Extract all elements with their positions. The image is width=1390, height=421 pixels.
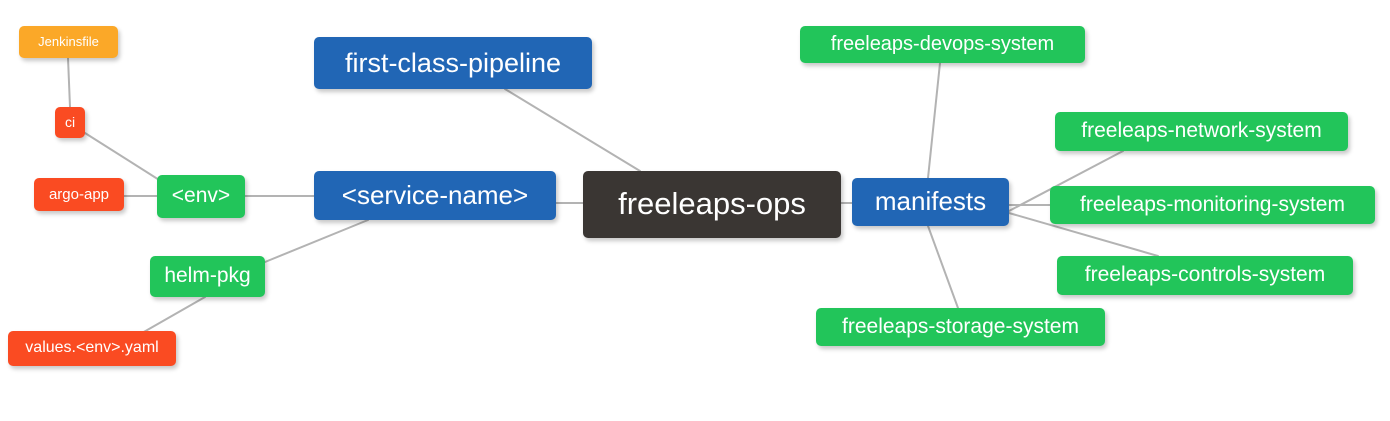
node-jenkinsfile[interactable]: Jenkinsfile [19,26,118,58]
node-freeleaps-network-system[interactable]: freeleaps-network-system [1055,112,1348,151]
node-label-freeleaps-monitoring-system: freeleaps-monitoring-system [1080,192,1345,216]
node-label-freeleaps-network-system: freeleaps-network-system [1081,119,1322,143]
node-label-freeleaps-devops-system: freeleaps-devops-system [830,33,1055,55]
node-label-first-class-pipeline: first-class-pipeline [344,47,562,78]
node-freeleaps-devops-system[interactable]: freeleaps-devops-system [800,26,1085,63]
node-ci[interactable]: ci [55,107,85,138]
edge-service-name-to-helm-pkg [264,219,369,263]
node-label-freeleaps-controls-system: freeleaps-controls-system [1084,263,1326,287]
node-label-helm-pkg: helm-pkg [164,264,251,288]
node-label-freeleaps-storage-system: freeleaps-storage-system [842,314,1079,338]
node-values-env-yaml[interactable]: values.<env>.yaml [8,331,176,366]
edge-manifests-to-freeleaps-storage-system [927,225,959,309]
node-label-argo-app: argo-app [48,185,110,203]
node-label-freeleaps-ops: freeleaps-ops [618,186,806,222]
node-freeleaps-monitoring-system[interactable]: freeleaps-monitoring-system [1050,186,1375,224]
node-manifests[interactable]: manifests [852,178,1009,226]
node-env[interactable]: <env> [157,175,245,218]
node-helm-pkg[interactable]: helm-pkg [150,256,265,297]
node-freeleaps-controls-system[interactable]: freeleaps-controls-system [1057,256,1353,295]
edge-jenkinsfile-to-ci [67,57,71,108]
node-freeleaps-storage-system[interactable]: freeleaps-storage-system [816,308,1105,346]
edge-first-class-pipeline-to-freeleaps-ops [504,88,641,172]
node-label-env: <env> [171,184,231,208]
edge-manifests-to-freeleaps-devops-system [927,62,941,179]
node-first-class-pipeline[interactable]: first-class-pipeline [314,37,592,89]
node-label-service-name: <service-name> [341,179,529,210]
node-label-ci: ci [64,114,76,131]
node-service-name[interactable]: <service-name> [314,171,556,220]
node-freeleaps-ops[interactable]: freeleaps-ops [583,171,841,238]
node-label-values-env-yaml: values.<env>.yaml [25,339,159,357]
node-label-jenkinsfile: Jenkinsfile [38,34,99,50]
node-label-manifests: manifests [874,186,987,217]
node-argo-app[interactable]: argo-app [34,178,124,211]
